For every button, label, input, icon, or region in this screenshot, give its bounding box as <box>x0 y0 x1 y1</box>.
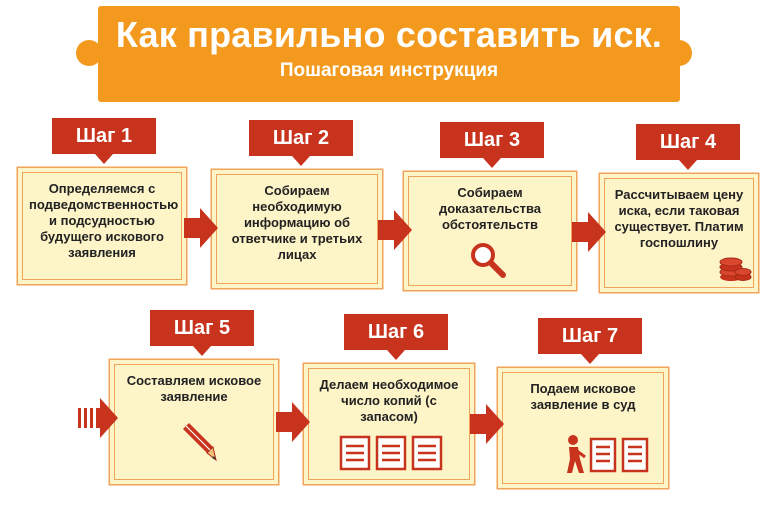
arrow-step-6-to-7 <box>470 404 504 444</box>
step-5-tag: Шаг 5 <box>150 310 254 356</box>
banner-right-dot <box>666 40 692 66</box>
step-4-text: Рассчитываем цену иска, если таковая сущ… <box>614 187 744 250</box>
arrow-into-step-5 <box>78 398 118 438</box>
arrow-step-5-to-6 <box>276 402 310 442</box>
step-6-card: Делаем необходимое число копий (с запасо… <box>308 368 470 480</box>
step-1-text: Определяемся с подведомственностью и под… <box>29 181 179 260</box>
arrow-step-3-to-4 <box>572 212 606 252</box>
step-4-tag: Шаг 4 <box>636 124 740 170</box>
step-5-card: Составляем исковое заявление <box>114 364 274 480</box>
step-1-card: Определяемся с подведомственностью и под… <box>22 172 182 280</box>
page-subtitle: Пошаговая инструкция <box>279 60 499 81</box>
step-6-text: Делаем необходимое число копий (с запасо… <box>319 377 459 424</box>
arrow-step-2-to-3 <box>378 210 412 250</box>
step-6-tag: Шаг 6 <box>344 314 448 360</box>
page-title: Как правильно составить иск. <box>115 14 663 55</box>
step-1-tag: Шаг 1 <box>52 118 156 164</box>
step-7-card: Подаем исковое заявление в суд <box>502 372 664 484</box>
arrow-step-1-to-2 <box>184 208 218 248</box>
coins-icon <box>719 257 752 281</box>
pencil-icon <box>183 423 217 461</box>
banner-left-dot <box>76 40 102 66</box>
step-4-card: Рассчитываем цену иска, если таковая сущ… <box>604 178 754 288</box>
step-3-card: Собираем доказательства обстоятельств <box>408 176 572 286</box>
step-2-text: Собираем необходимую информацию об ответ… <box>231 183 363 262</box>
step-5-text: Составляем исковое заявление <box>126 373 262 404</box>
step-2-card: Собираем необходимую информацию об ответ… <box>216 174 378 284</box>
step-3-text: Собираем доказательства обстоятельств <box>438 185 542 232</box>
step-2-tag: Шаг 2 <box>249 120 353 166</box>
step-3-tag: Шаг 3 <box>440 122 544 168</box>
person-documents-icon <box>567 435 649 473</box>
document-copies-icon <box>339 435 443 471</box>
step-7-tag: Шаг 7 <box>538 318 642 364</box>
step-7-text: Подаем исковое заявление в суд <box>530 381 636 412</box>
header-banner <box>98 6 680 102</box>
magnifier-icon <box>471 243 506 278</box>
